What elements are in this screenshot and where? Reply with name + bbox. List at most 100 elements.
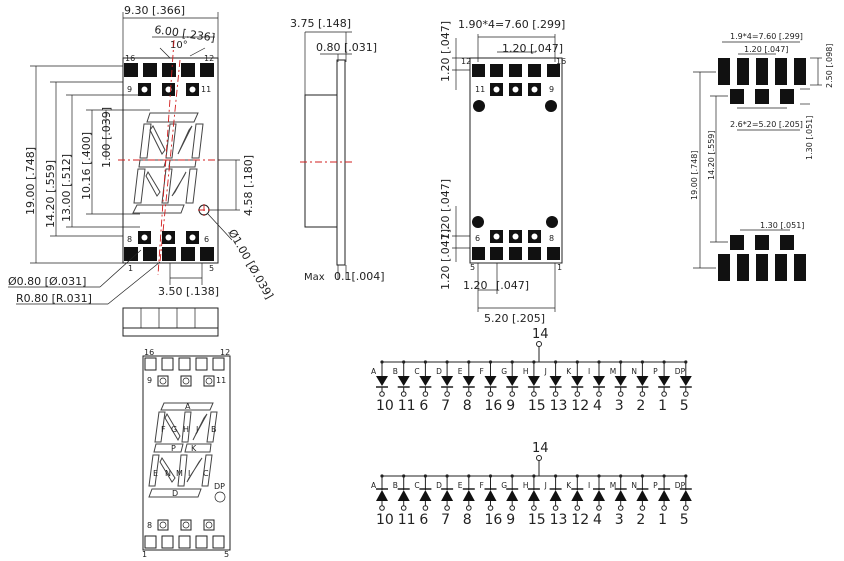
seg-label-n: N <box>165 469 171 478</box>
sch-top-pin-12: 12 <box>571 398 589 414</box>
sch-top-diode-b <box>397 376 410 386</box>
sch-bot-pin-5: 5 <box>680 512 689 528</box>
seg-label-f: F <box>161 425 166 434</box>
sch-top-seg-j: J <box>544 367 547 376</box>
sch-bot-seg-j: J <box>544 481 547 490</box>
back-view: 1.90*4=7.60 [.299] 1.20 [.047] 12 16 11 … <box>439 18 566 325</box>
sch-top-seg-p: P <box>653 367 658 376</box>
dim-back-pitch: 1.20 [.047] <box>502 42 563 55</box>
sch-bot-seg-c: C <box>414 481 419 490</box>
dim-back-bottom-pitch-in: [.047] <box>496 279 529 292</box>
dim-fp-pad-h: 2.50 [.098] <box>825 44 834 88</box>
sch-bot-seg-h: H <box>523 481 529 490</box>
back-pin-11: 11 <box>475 85 485 94</box>
back-pin-16: 16 <box>556 57 566 66</box>
sch-top-seg-m: M <box>610 367 616 376</box>
sch-bot-seg-e: E <box>458 481 463 490</box>
sch-top-seg-b: B <box>393 367 398 376</box>
sch-bot-diode-f <box>484 490 497 501</box>
sch-top-pin-10: 10 <box>376 398 394 414</box>
sch-top-diode-j <box>549 376 562 386</box>
seg-label-dp: DP <box>214 482 225 491</box>
front-pin-16: 16 <box>125 54 135 63</box>
sch-bot-pin-2: 2 <box>636 512 645 528</box>
sch-top-pin-3: 3 <box>615 398 624 414</box>
sch-top-diode-m <box>614 376 627 386</box>
segment-identification-view: 16 12 9 11 A F G H <box>142 348 231 559</box>
seg-label-j: J <box>195 425 198 434</box>
sch-top-pin-5: 5 <box>680 398 689 414</box>
sch-bot-diode-a <box>376 490 388 501</box>
sch-bot-diode-c <box>419 490 432 501</box>
seg-label-d: D <box>172 489 178 498</box>
sch-top-pin-13: 13 <box>550 398 568 414</box>
dim-front-pin-dia: Ø0.80 [Ø.031] <box>8 275 86 288</box>
dim-front-height-body: 14.20 [.559] <box>44 160 57 228</box>
dim-front-radius: R0.80 [R.031] <box>16 292 92 305</box>
sch-top-seg-d: D <box>436 367 442 376</box>
sch-top-seg-f: F <box>480 367 484 376</box>
dim-front-pitch-v: 1.00 [.039] <box>100 107 113 168</box>
sch-top-diode-c <box>419 376 432 386</box>
sch-top-seg-c: C <box>414 367 419 376</box>
dim-front-slant: 10° <box>170 40 188 51</box>
sch-top-diode-a <box>376 376 388 386</box>
dim-back-pitch-total: 1.90*4=7.60 [.299] <box>458 18 565 31</box>
seg-pin-16: 16 <box>144 348 154 357</box>
seg-label-e: E <box>153 469 158 478</box>
sch-bot-pin-16: 16 <box>485 512 503 528</box>
sch-top-pin-16: 16 <box>485 398 503 414</box>
sch-top-pin-8: 8 <box>463 398 472 414</box>
sch-bot-seg-d: D <box>436 481 442 490</box>
dim-front-height-digit: 13.00 [.512] <box>60 154 73 222</box>
dim-fp-mid-h: 1.30 [.051] <box>805 116 814 160</box>
back-pin-1: 1 <box>557 263 562 272</box>
side-view: 3.75 [.148] 0.80 [.031] Max 0.1[.004] <box>290 17 385 283</box>
dim-side-thickness: 3.75 [.148] <box>290 17 351 30</box>
seg-pin-11: 11 <box>216 376 226 385</box>
sch-top-pin-7: 7 <box>441 398 450 414</box>
sch-bot-diode-d <box>441 490 454 501</box>
dim-fp-mid-pitch: 2.6*2=5.20 [.205] <box>730 120 803 129</box>
sch-top-seg-e: E <box>458 367 463 376</box>
sch-bot-pin-3: 3 <box>615 512 624 528</box>
sch-bot-seg-g: G <box>501 481 507 490</box>
dim-back-left-bottom: 1.20 [.047] <box>439 179 452 240</box>
seg-label-k: K <box>191 444 197 453</box>
sch-bot-diode-h <box>527 490 540 501</box>
sch-top-seg-k: K <box>566 367 572 376</box>
sch-bot-seg-i: I <box>588 481 590 490</box>
dim-front-pitch-h: 3.50 [.138] <box>158 285 219 298</box>
seg-label-b: B <box>211 425 217 434</box>
sch-bot-diode-p <box>658 490 671 501</box>
front-digit-outline <box>132 112 204 214</box>
dim-back-bottom-pitch: 1.20 <box>463 279 488 292</box>
sch-top-seg-n: N <box>631 367 637 376</box>
sch-top-diode-dp <box>679 376 692 386</box>
dim-fp-bot-pitch: 1.30 [.051] <box>760 221 804 230</box>
dim-fp-top-total: 1.9*4=7.60 [.299] <box>730 32 803 41</box>
sch-bot-pin-13: 13 <box>550 512 568 528</box>
sch-bot-pin-4: 4 <box>593 512 602 528</box>
sch-bot-pin-1: 1 <box>658 512 667 528</box>
back-pin-5: 5 <box>470 263 475 272</box>
seg-label-c: C <box>203 469 209 478</box>
sch-bot-seg-m: M <box>610 481 616 490</box>
front-pin-5: 5 <box>209 264 214 273</box>
sch-bot-diode-k <box>571 490 584 501</box>
sch-bot-diode-i <box>593 490 605 501</box>
sch-bot-seg-b: B <box>393 481 398 490</box>
sch-top-diode-k <box>571 376 584 386</box>
front-pin-12: 12 <box>204 54 214 63</box>
back-pin-8: 8 <box>549 234 554 243</box>
dim-back-left-top: 1.20 [.047] <box>439 21 452 82</box>
front-pin-6: 6 <box>204 235 209 244</box>
sch-top-seg-g: G <box>501 367 507 376</box>
dim-back-left-bottom-lower: 1.20 [.047] <box>439 229 452 290</box>
sch-bot-pin-9: 9 <box>506 512 515 528</box>
sch-top-seg-i: I <box>588 367 590 376</box>
sch-bot-diode-j <box>549 490 562 501</box>
sch-bot-seg-n: N <box>631 481 637 490</box>
sch-bot-common-pin: 14 <box>532 441 549 456</box>
front-pin-8: 8 <box>127 235 132 244</box>
